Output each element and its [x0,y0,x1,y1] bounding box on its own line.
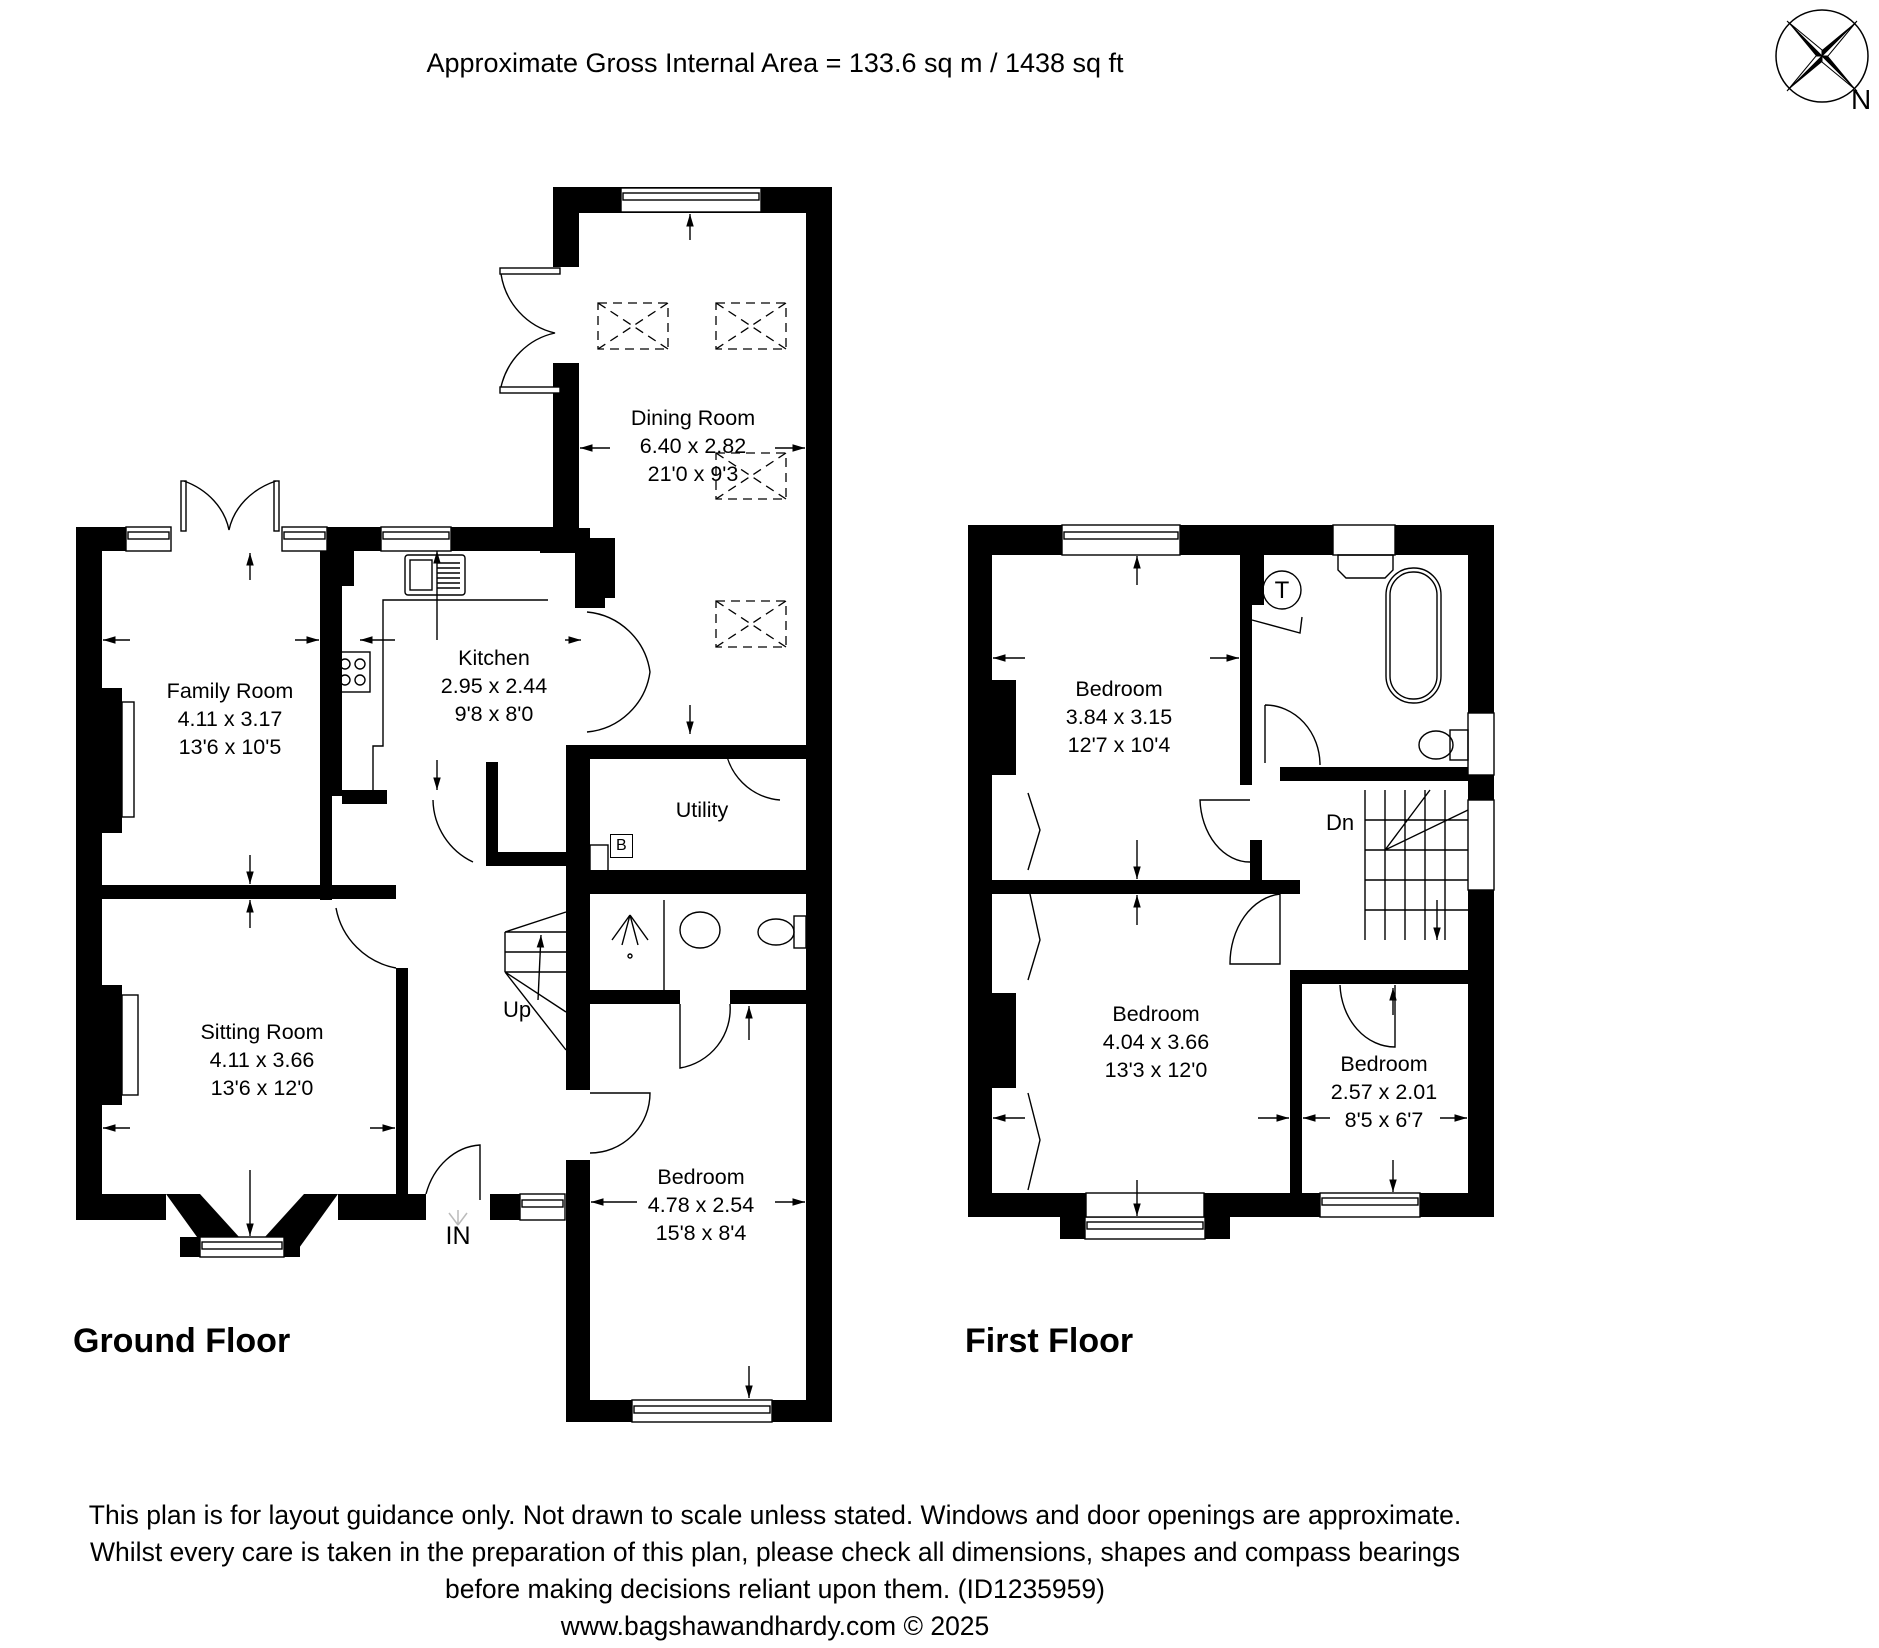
room-dimensions-imperial: 12'7 x 10'4 [1067,733,1171,757]
room-label-ground-bedroom: Bedroom 4.78 x 2.54 15'8 x 8'4 [648,1163,754,1247]
stairs-up-label: Up [502,997,532,1022]
room-dimensions-imperial: 13'3 x 12'0 [1104,1058,1208,1082]
room-label-utility: Utility [676,796,729,824]
toilet-icon [1418,729,1469,761]
sink-icon [404,554,466,596]
washbasin-icon [679,911,721,949]
room-dimensions-imperial: 13'6 x 12'0 [210,1076,314,1100]
first-floor-label: First Floor [965,1322,1134,1360]
boiler-label: B [610,834,633,858]
website-link[interactable]: www.bagshawandhardy.com [560,1611,897,1641]
disclaimer-footer: This plan is for layout guidance only. N… [0,1497,1550,1645]
room-dimensions-imperial: 13'6 x 10'5 [178,735,282,759]
disclaimer-line: Whilst every care is taken in the prepar… [90,1537,1460,1567]
washbasin-icon [1337,554,1394,579]
website-copyright: www.bagshawandhardy.com © 2025 [0,1608,1550,1645]
room-label-family-room: Family Room 4.11 x 3.17 13'6 x 10'5 [167,677,294,761]
room-label-first-bedroom-1: Bedroom 3.84 x 3.15 12'7 x 10'4 [1066,675,1172,759]
room-dimensions-metric: 3.84 x 3.15 [1065,705,1173,729]
room-label-first-bedroom-2: Bedroom 4.04 x 3.66 13'3 x 12'0 [1103,1000,1209,1084]
room-dimensions-metric: 2.57 x 2.01 [1330,1080,1438,1104]
bath-icon [1385,567,1442,704]
disclaimer-line: This plan is for layout guidance only. N… [88,1500,1462,1530]
toilet-icon [757,915,807,949]
room-dimensions-metric: 4.78 x 2.54 [647,1193,755,1217]
room-name: Sitting Room [200,1020,324,1044]
tank-label: T [1274,577,1290,604]
room-label-dining-room: Dining Room 6.40 x 2.82 21'0 x 9'3 [631,404,755,488]
room-dimensions-imperial: 15'8 x 8'4 [655,1221,747,1245]
stairs-icon [504,911,567,1051]
room-name: Bedroom [1075,677,1163,701]
tank-icon [1262,570,1302,610]
room-name: Family Room [166,679,294,703]
room-dimensions-imperial: 21'0 x 9'3 [647,462,739,486]
room-label-sitting-room: Sitting Room 4.11 x 3.66 13'6 x 12'0 [200,1018,323,1102]
room-dimensions-imperial: 9'8 x 8'0 [454,702,534,726]
room-name: Bedroom [1340,1052,1428,1076]
compass-rose-icon [1775,9,1869,103]
hob-icon [333,651,371,693]
room-dimensions-metric: 4.04 x 3.66 [1102,1030,1210,1054]
room-dimensions-metric: 2.95 x 2.44 [440,674,548,698]
room-name: Dining Room [630,406,756,430]
room-label-first-bedroom-3: Bedroom 2.57 x 2.01 8'5 x 6'7 [1331,1050,1437,1134]
room-dimensions-metric: 4.11 x 3.66 [209,1048,315,1072]
room-dimensions-metric: 4.11 x 3.17 [177,707,283,731]
room-label-kitchen: Kitchen 2.95 x 2.44 9'8 x 8'0 [441,644,547,728]
disclaimer-line: before making decisions reliant upon the… [445,1574,1105,1604]
room-name: Utility [675,798,729,822]
stairs-icon [1364,789,1469,940]
copyright-text: © 2025 [903,1611,990,1641]
skylight-icon [597,302,787,648]
ground-floor-label: Ground Floor [73,1322,291,1360]
room-dimensions-metric: 6.40 x 2.82 [639,434,747,458]
stairs-down-label: Dn [1325,810,1355,835]
gross-internal-area-title: Approximate Gross Internal Area = 133.6 … [426,48,1124,78]
compass-north-label: N [1851,84,1872,115]
entrance-arrow-icon [448,1210,468,1226]
room-name: Bedroom [1112,1002,1200,1026]
room-dimensions-imperial: 8'5 x 6'7 [1344,1108,1424,1132]
entrance-label: IN [445,1222,471,1250]
shower-icon [611,914,649,959]
first-floor-plan [968,524,1495,1240]
ground-floor-plan [76,187,832,1423]
room-name: Kitchen [458,646,530,670]
room-name: Bedroom [657,1165,745,1189]
